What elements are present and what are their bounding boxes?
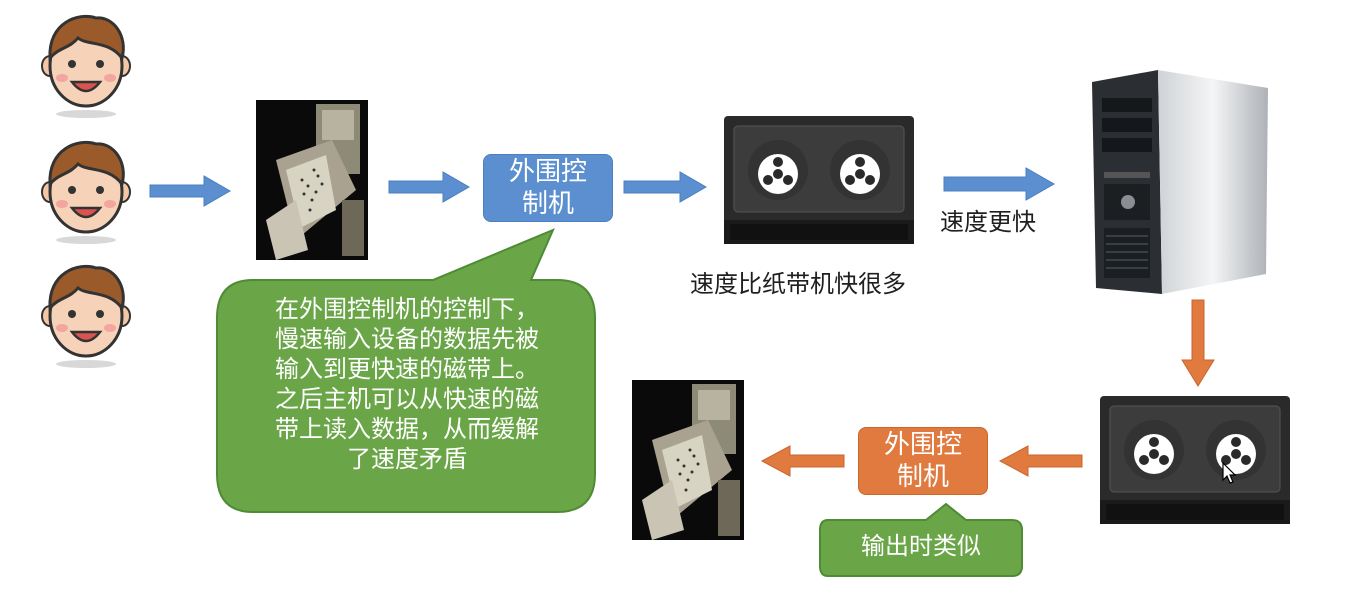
output-similar-text: 输出时类似 <box>861 532 981 560</box>
output-similar-callout: 输出时类似 <box>816 502 1026 578</box>
explanation-callout: 在外围控制机的控制下， 慢速输入设备的数据先被 输入到更快速的磁带上。 之后主机… <box>213 228 599 516</box>
peripheral-controller-box-bottom: 外围控 制机 <box>858 427 988 495</box>
paper-tape-machine-photo <box>256 100 368 260</box>
peripheral-controller-box-top: 外围控 制机 <box>483 154 613 222</box>
arrow-right-1 <box>148 174 232 208</box>
arrow-right-3 <box>622 170 708 204</box>
peripheral-controller-label-top: 外围控 制机 <box>508 157 587 219</box>
user-face-icon-3 <box>38 258 134 370</box>
computer-tower-icon <box>1088 68 1272 296</box>
arrow-right-4 <box>942 166 1056 202</box>
mouse-cursor-icon <box>1222 462 1236 484</box>
explanation-text: 在外围控制机的控制下， 慢速输入设备的数据先被 输入到更快速的磁带上。 之后主机… <box>275 295 539 473</box>
tape-speed-caption: 速度比纸带机快很多 <box>690 270 906 298</box>
user-face-icon-2 <box>38 134 134 246</box>
tape-drive-icon-top <box>724 116 914 244</box>
arrow-left-orange-2 <box>760 444 846 478</box>
user-face-icon-1 <box>38 8 134 120</box>
tape-drive-icon-bottom <box>1100 396 1290 524</box>
speed-faster-label: 速度更快 <box>940 208 1036 236</box>
arrow-right-2 <box>387 170 471 204</box>
peripheral-controller-label-bottom: 外围控 制机 <box>883 430 962 492</box>
arrow-left-orange-1 <box>998 444 1084 478</box>
printer-output-photo <box>632 380 744 540</box>
arrow-down-orange <box>1180 298 1216 388</box>
